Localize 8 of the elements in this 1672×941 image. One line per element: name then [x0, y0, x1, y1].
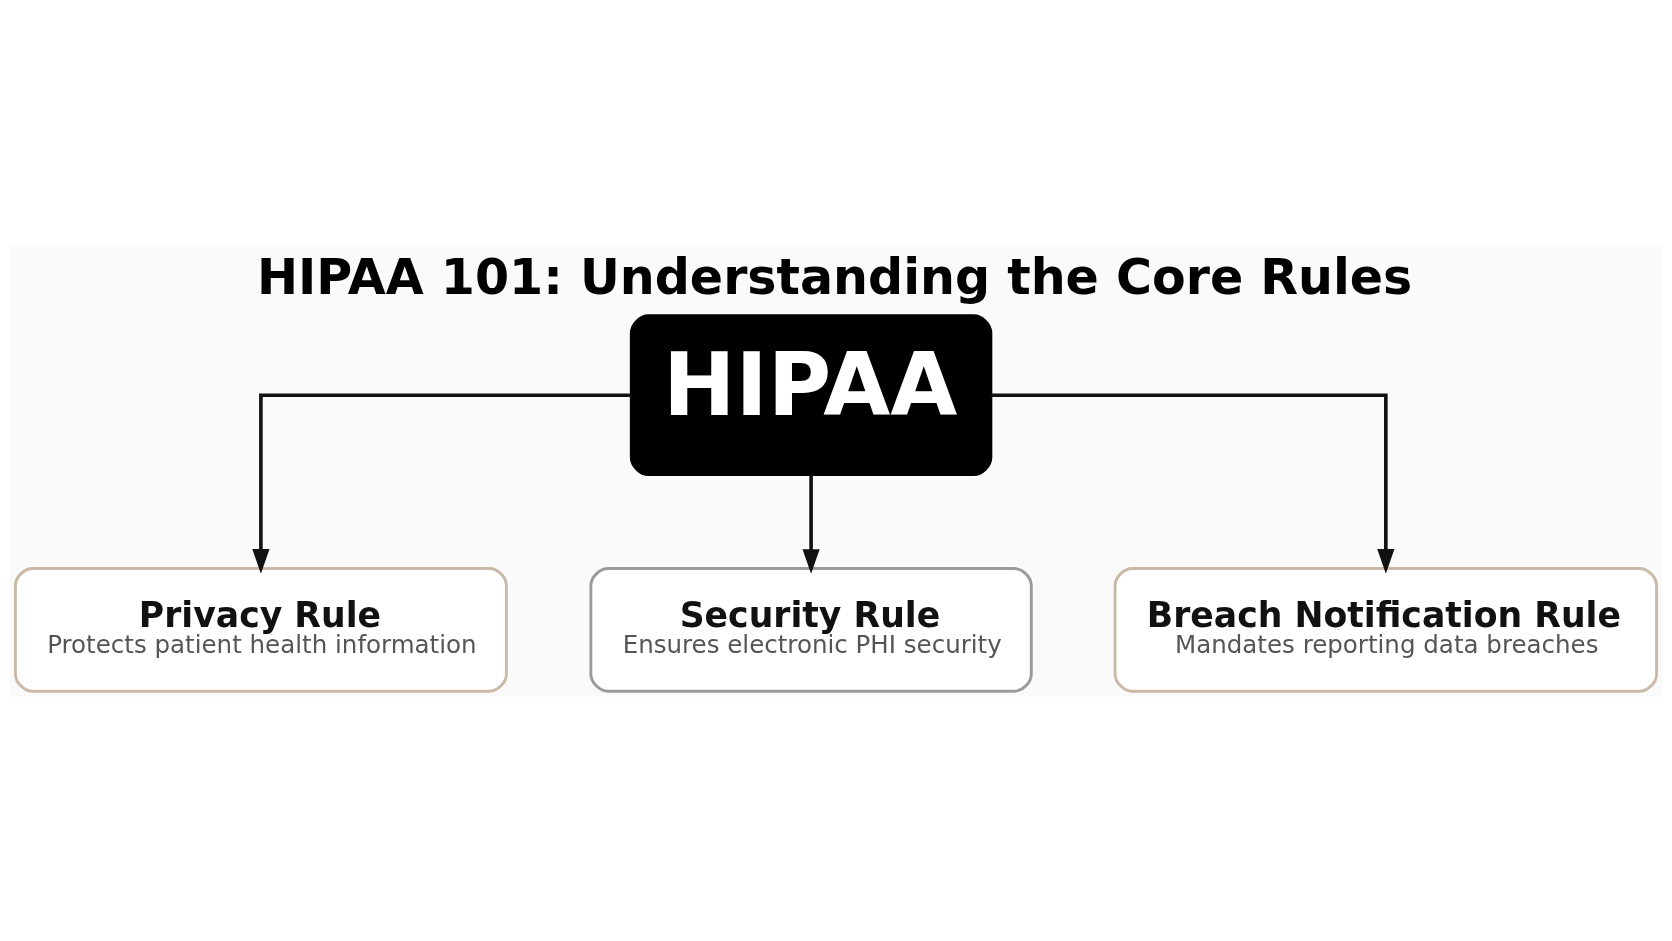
- node-box: Security Rule Ensures electronic PHI security: [589, 566, 1033, 693]
- node-box: Privacy Rule Protects patient health information: [13, 566, 508, 693]
- diagram-title: HIPAA 101: Understanding the Core Rules: [256, 247, 1413, 306]
- arrow: [252, 392, 631, 574]
- arrow: [802, 474, 820, 574]
- node-box: Breach Notification Rule Mandates reporting data breaches: [1113, 566, 1659, 693]
- arrow: [991, 392, 1395, 574]
- node-box: HIPAA: [629, 313, 993, 476]
